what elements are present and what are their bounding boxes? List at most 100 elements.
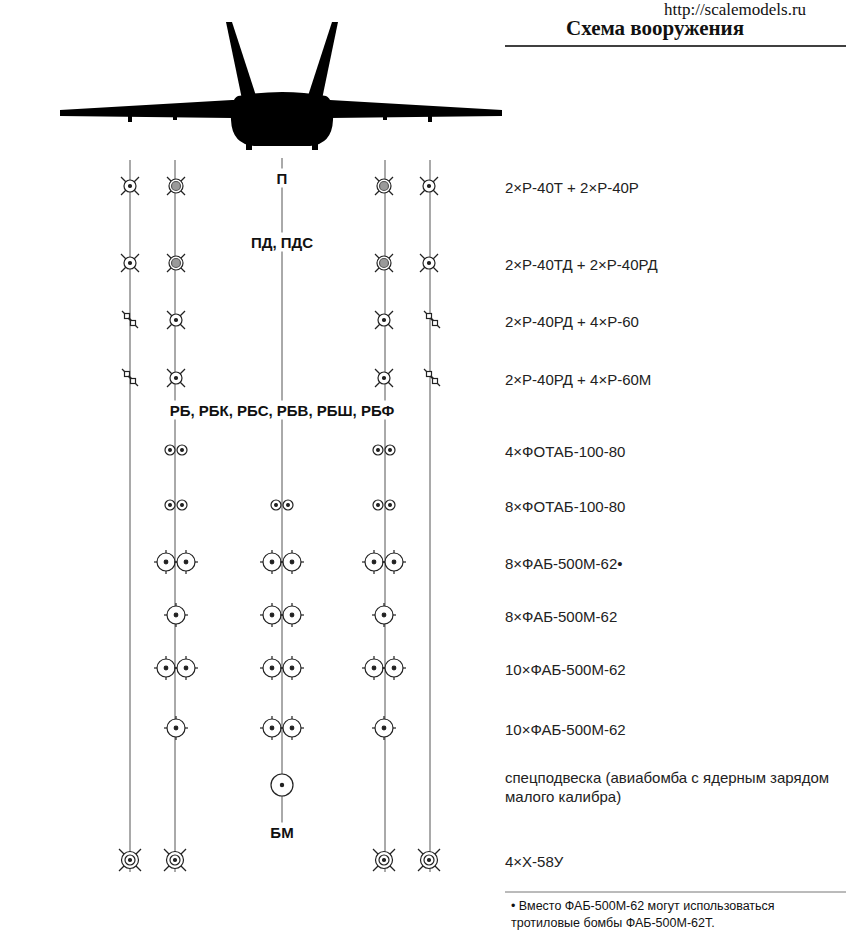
fuselage	[231, 92, 333, 146]
pylon-stub	[173, 106, 177, 120]
symbol-stroke	[125, 855, 135, 865]
symbol-stroke	[263, 719, 281, 737]
symbol-stroke	[423, 180, 435, 192]
symbol-stroke	[167, 719, 185, 737]
symbol-stroke	[377, 256, 391, 270]
symbol-stroke	[167, 177, 185, 195]
symbol-stroke	[121, 177, 139, 195]
loadout-text: 4×Х-58У	[505, 853, 563, 870]
symbol-stroke	[270, 726, 274, 730]
symbol-stroke	[129, 262, 132, 265]
symbol-stroke	[377, 449, 380, 452]
symbol-stroke	[169, 179, 183, 193]
symbol-stroke	[373, 445, 383, 455]
symbol-stroke	[280, 783, 283, 786]
bomb-symbol	[372, 603, 396, 627]
pylon-line	[282, 158, 283, 835]
symbol-stroke	[184, 560, 188, 564]
aircraft-silhouette	[60, 22, 502, 150]
symbol-stroke	[271, 774, 293, 796]
small-bomb-symbol	[165, 500, 175, 510]
symbol-stroke	[418, 849, 440, 871]
ir-missile-symbol	[167, 311, 185, 329]
symbol-stroke	[375, 719, 393, 737]
symbol-stroke	[125, 314, 130, 319]
symbol-stroke	[167, 254, 185, 272]
symbol-stroke	[263, 553, 281, 571]
ir-missile-symbol	[375, 311, 393, 329]
symbol-stroke	[380, 259, 389, 268]
pylon-stub	[383, 106, 387, 120]
small-bomb-symbol	[385, 445, 395, 455]
symbol-stroke	[136, 384, 139, 387]
pylon-lines	[130, 158, 430, 872]
symbol-stroke	[167, 254, 185, 272]
symbol-stroke	[119, 849, 141, 871]
symbol-stroke	[167, 369, 185, 387]
symbol-stroke	[375, 311, 393, 329]
symbol-stroke	[420, 254, 438, 272]
small-bomb-symbol	[385, 500, 395, 510]
small-bomb-symbol	[177, 500, 187, 510]
symbol-stroke	[430, 376, 433, 379]
bomb-symbol	[280, 550, 304, 574]
symbol-stroke	[287, 504, 290, 507]
symbol-stroke	[167, 177, 185, 195]
kh58-symbol	[373, 849, 395, 871]
symbol-stroke	[119, 849, 141, 871]
symbol-stroke	[121, 177, 139, 195]
symbol-stroke	[433, 379, 438, 384]
small-bomb-symbol	[165, 445, 175, 455]
symbol-stroke	[428, 262, 431, 265]
loadout-text: 2×Р-40РД + 4×Р-60М	[505, 371, 651, 388]
symbol-stroke	[421, 852, 438, 869]
symbol-stroke	[283, 719, 301, 737]
symbol-stroke	[175, 319, 178, 322]
bomb-symbol	[382, 550, 406, 574]
symbol-stroke	[129, 185, 132, 188]
bomb-symbol	[280, 603, 304, 627]
symbol-stroke	[181, 449, 184, 452]
symbol-stroke	[174, 726, 178, 730]
symbol-stroke	[263, 606, 281, 624]
symbol-stroke	[389, 504, 392, 507]
symbol-stroke	[125, 372, 130, 377]
symbol-stroke	[385, 553, 403, 571]
symbol-stroke	[372, 666, 376, 670]
symbol-stroke	[375, 606, 393, 624]
small-bomb-symbol	[283, 500, 293, 510]
symbol-stroke	[283, 553, 301, 571]
symbol-stroke	[174, 859, 177, 862]
kh58-symbol	[418, 849, 440, 871]
symbol-stroke	[172, 259, 181, 268]
loadout-text: 4×ФОТАБ-100-80	[505, 443, 625, 460]
symbol-stroke	[383, 319, 386, 322]
symbol-stroke	[290, 560, 294, 564]
ir-missile-symbol	[375, 369, 393, 387]
loadout-text: спецподвеска (авиабомба с ядерным зарядо…	[505, 768, 835, 806]
bomb-symbol	[164, 716, 188, 740]
pylon-label: РБ, РБК, РБС, РБВ, РБШ, РБФ	[166, 401, 399, 420]
loadout-text: 2×Р-40РД + 4×Р-60	[505, 313, 639, 330]
symbol-stroke	[420, 254, 438, 272]
bomb-symbol	[280, 716, 304, 740]
symbol-stroke	[177, 445, 187, 455]
symbol-stroke	[270, 560, 274, 564]
symbol-stroke	[373, 849, 395, 871]
symbol-stroke	[430, 318, 433, 321]
symbol-stroke	[382, 726, 386, 730]
symbol-stroke	[164, 666, 168, 670]
symbol-stroke	[122, 369, 125, 372]
bomb-symbol	[164, 603, 188, 627]
diagram-title: Схема вооружения	[566, 16, 744, 41]
symbol-stroke	[181, 504, 184, 507]
symbol-stroke	[157, 659, 175, 677]
title-rule	[505, 45, 846, 47]
symbol-stroke	[172, 182, 181, 191]
symbol-stroke	[164, 849, 186, 871]
symbol-stroke	[177, 500, 187, 510]
ir-missile-symbol	[420, 177, 438, 195]
right-fin	[306, 22, 338, 104]
symbol-stroke	[283, 500, 293, 510]
symbol-stroke	[283, 659, 301, 677]
